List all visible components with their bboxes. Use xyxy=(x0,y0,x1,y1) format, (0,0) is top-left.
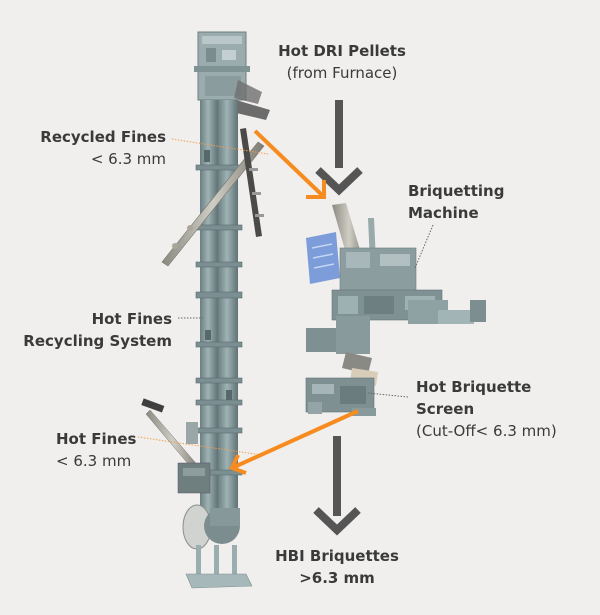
flow-arrow-hbi-out xyxy=(313,436,361,536)
label-sub: < 6.3 mm xyxy=(90,150,166,168)
label-hot-dri-pellets: Hot DRI Pellets (from Furnace) xyxy=(262,40,422,84)
recycle-arrow-to-fines-system xyxy=(229,409,359,475)
column-flanges xyxy=(195,164,243,476)
label-line2: Machine xyxy=(408,204,479,222)
label-sub: (from Furnace) xyxy=(286,64,398,82)
hot-fines-feeder-arm xyxy=(141,398,201,473)
label-sub: >6.3 mm xyxy=(299,569,375,587)
label-line2: Screen xyxy=(416,400,475,418)
label-line2: Recycling System xyxy=(23,332,172,350)
leader-lines xyxy=(137,138,434,456)
elevator-head xyxy=(194,31,270,120)
recycle-chute-pipe xyxy=(161,141,265,267)
label-hot-briquette-screen: Hot Briquette Screen (Cut-Off< 6.3 mm) xyxy=(416,376,557,442)
column-left xyxy=(200,100,218,520)
hot-briquette-screen xyxy=(305,377,376,416)
label-hbi-briquettes: HBI Briquettes >6.3 mm xyxy=(262,545,412,589)
label-sub: (Cut-Off< 6.3 mm) xyxy=(416,422,557,440)
leader-briquetting-machine xyxy=(414,224,434,269)
label-hot-fines: Hot Fines < 6.3 mm xyxy=(56,428,136,472)
label-title: HBI Briquettes xyxy=(275,547,399,565)
label-line1: Briquetting xyxy=(408,182,505,200)
label-line1: Hot Fines xyxy=(91,310,172,328)
briquetting-machine xyxy=(306,203,486,386)
label-hot-fines-recycling-system: Hot Fines Recycling System xyxy=(20,308,172,352)
recycle-arrow-to-briquetter xyxy=(253,129,326,199)
label-title: Hot DRI Pellets xyxy=(278,42,406,60)
label-title: Recycled Fines xyxy=(40,128,166,146)
label-sub: < 6.3 mm xyxy=(56,452,132,470)
fines-bin-and-base xyxy=(177,462,253,589)
dark-downcomer-pipe xyxy=(240,128,264,237)
label-recycled-fines: Recycled Fines < 6.3 mm xyxy=(20,126,166,170)
leader-hot-briquette-screen xyxy=(367,392,409,398)
label-line1: Hot Briquette xyxy=(416,378,532,396)
label-briquetting-machine: Briquetting Machine xyxy=(408,180,504,224)
control-panel xyxy=(306,232,340,284)
flow-arrow-dri-in xyxy=(315,100,363,196)
column-right xyxy=(218,100,238,520)
label-title: Hot Fines xyxy=(56,430,137,448)
leader-recycled-fines xyxy=(171,138,269,155)
hot-fines-recycling-system xyxy=(141,31,270,589)
